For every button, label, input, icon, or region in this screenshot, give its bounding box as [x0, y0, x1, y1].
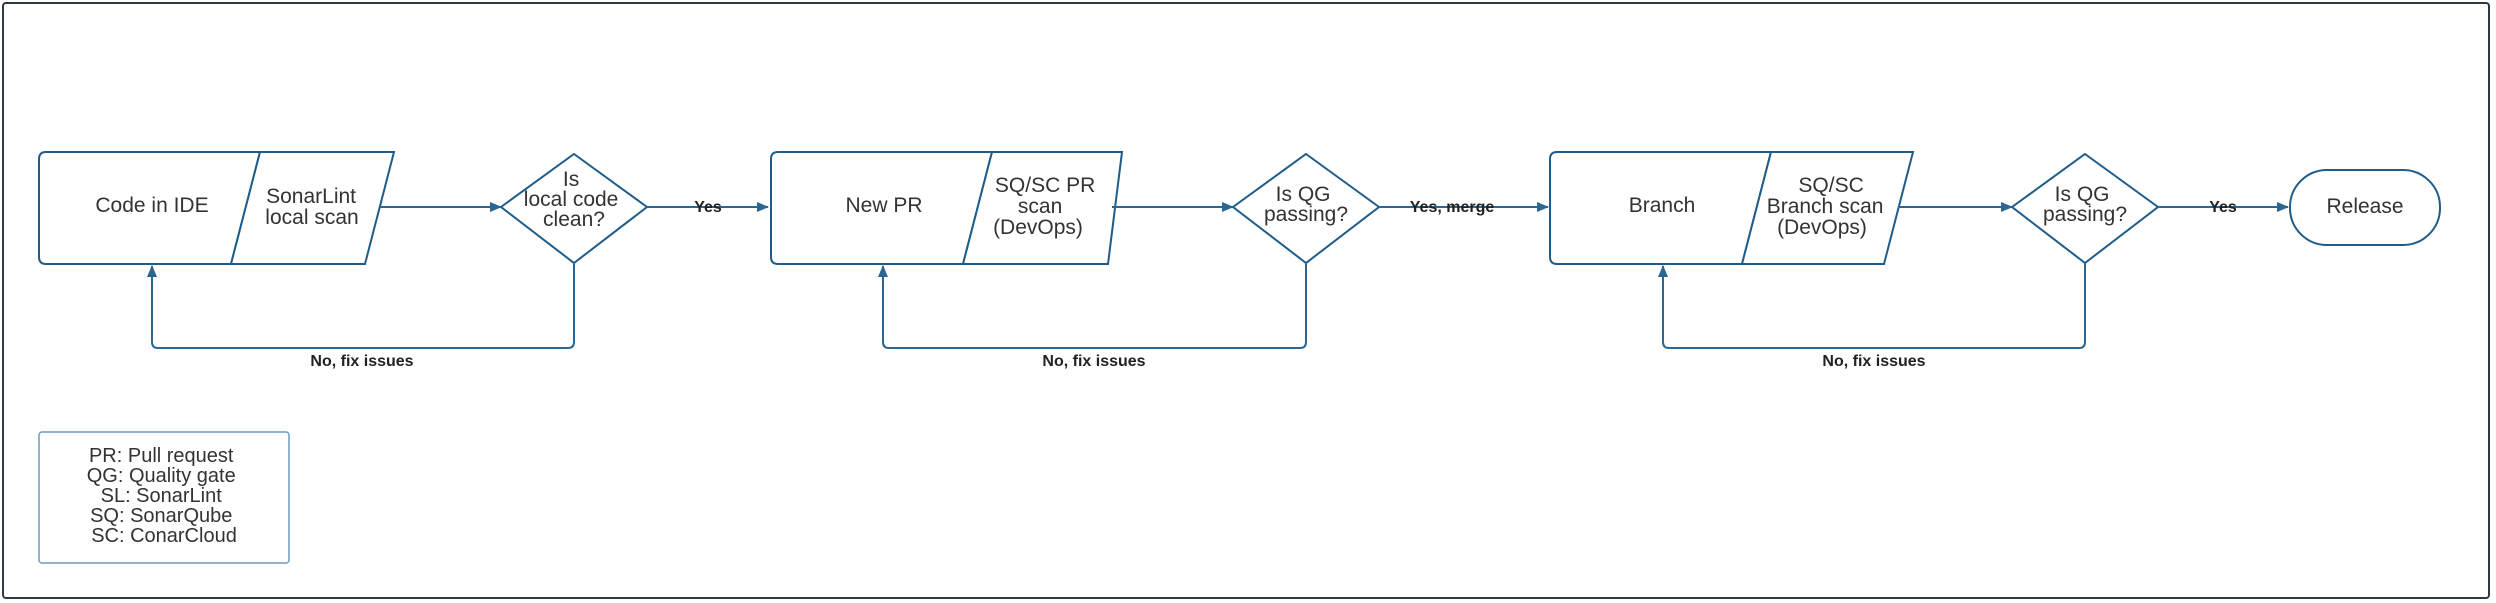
edge-no-fix-1	[147, 263, 575, 349]
node-branch: Branch	[1549, 151, 1773, 265]
legend-text: PR: Pull request QG: Quality gate SL: So…	[87, 445, 242, 547]
decision-qg-branch: Is QG passing?	[2010, 152, 2160, 265]
legend-item: SL: SonarLint	[101, 485, 223, 507]
node-code-in-ide-label: Code in IDE	[95, 194, 208, 217]
node-branch-scan-label: SQ/SC Branch scan (DevOps)	[1767, 174, 1890, 239]
edge-label-no-2: No, fix issues	[1042, 353, 1145, 370]
node-code-in-ide: Code in IDE	[38, 151, 262, 265]
edge-label-yes-3: Yes	[2209, 199, 2237, 216]
edge-no-fix-2	[878, 263, 1307, 349]
edge-label-no-1: No, fix issues	[310, 353, 413, 370]
edge-label-no-3: No, fix issues	[1822, 353, 1925, 370]
node-branch-scan: SQ/SC Branch scan (DevOps)	[1740, 151, 1915, 265]
edge-label-yes-merge: Yes, merge	[1410, 199, 1495, 216]
legend: PR: Pull request QG: Quality gate SL: So…	[38, 431, 290, 564]
edge-label-yes-1: Yes	[694, 199, 722, 216]
node-pr-scan-label: SQ/SC PR scan (DevOps)	[993, 174, 1101, 239]
legend-item: SC: ConarCloud	[91, 525, 237, 547]
decision-qg-pr: Is QG passing?	[1231, 152, 1381, 265]
decision-local-code-clean: Is local code clean?	[499, 152, 649, 265]
node-new-pr: New PR	[770, 151, 994, 265]
terminal-release-label: Release	[2326, 195, 2403, 218]
node-pr-scan: SQ/SC PR scan (DevOps)	[961, 151, 1124, 265]
edge-no-fix-3	[1658, 263, 2086, 349]
legend-item: SQ: SonarQube	[90, 505, 232, 527]
node-sonarlint-scan: SonarLint local scan	[229, 151, 396, 265]
decision-qg-branch-label: Is QG passing?	[2043, 183, 2127, 226]
legend-item: PR: Pull request	[89, 445, 234, 467]
node-new-pr-label: New PR	[845, 194, 922, 217]
decision-local-code-clean-label: Is local code clean?	[524, 168, 624, 231]
decision-qg-pr-label: Is QG passing?	[1264, 183, 1348, 226]
node-sonarlint-scan-label: SonarLint local scan	[265, 185, 362, 229]
terminal-release: Release	[2289, 169, 2441, 246]
node-branch-label: Branch	[1629, 194, 1696, 217]
legend-item: QG: Quality gate	[87, 465, 236, 487]
